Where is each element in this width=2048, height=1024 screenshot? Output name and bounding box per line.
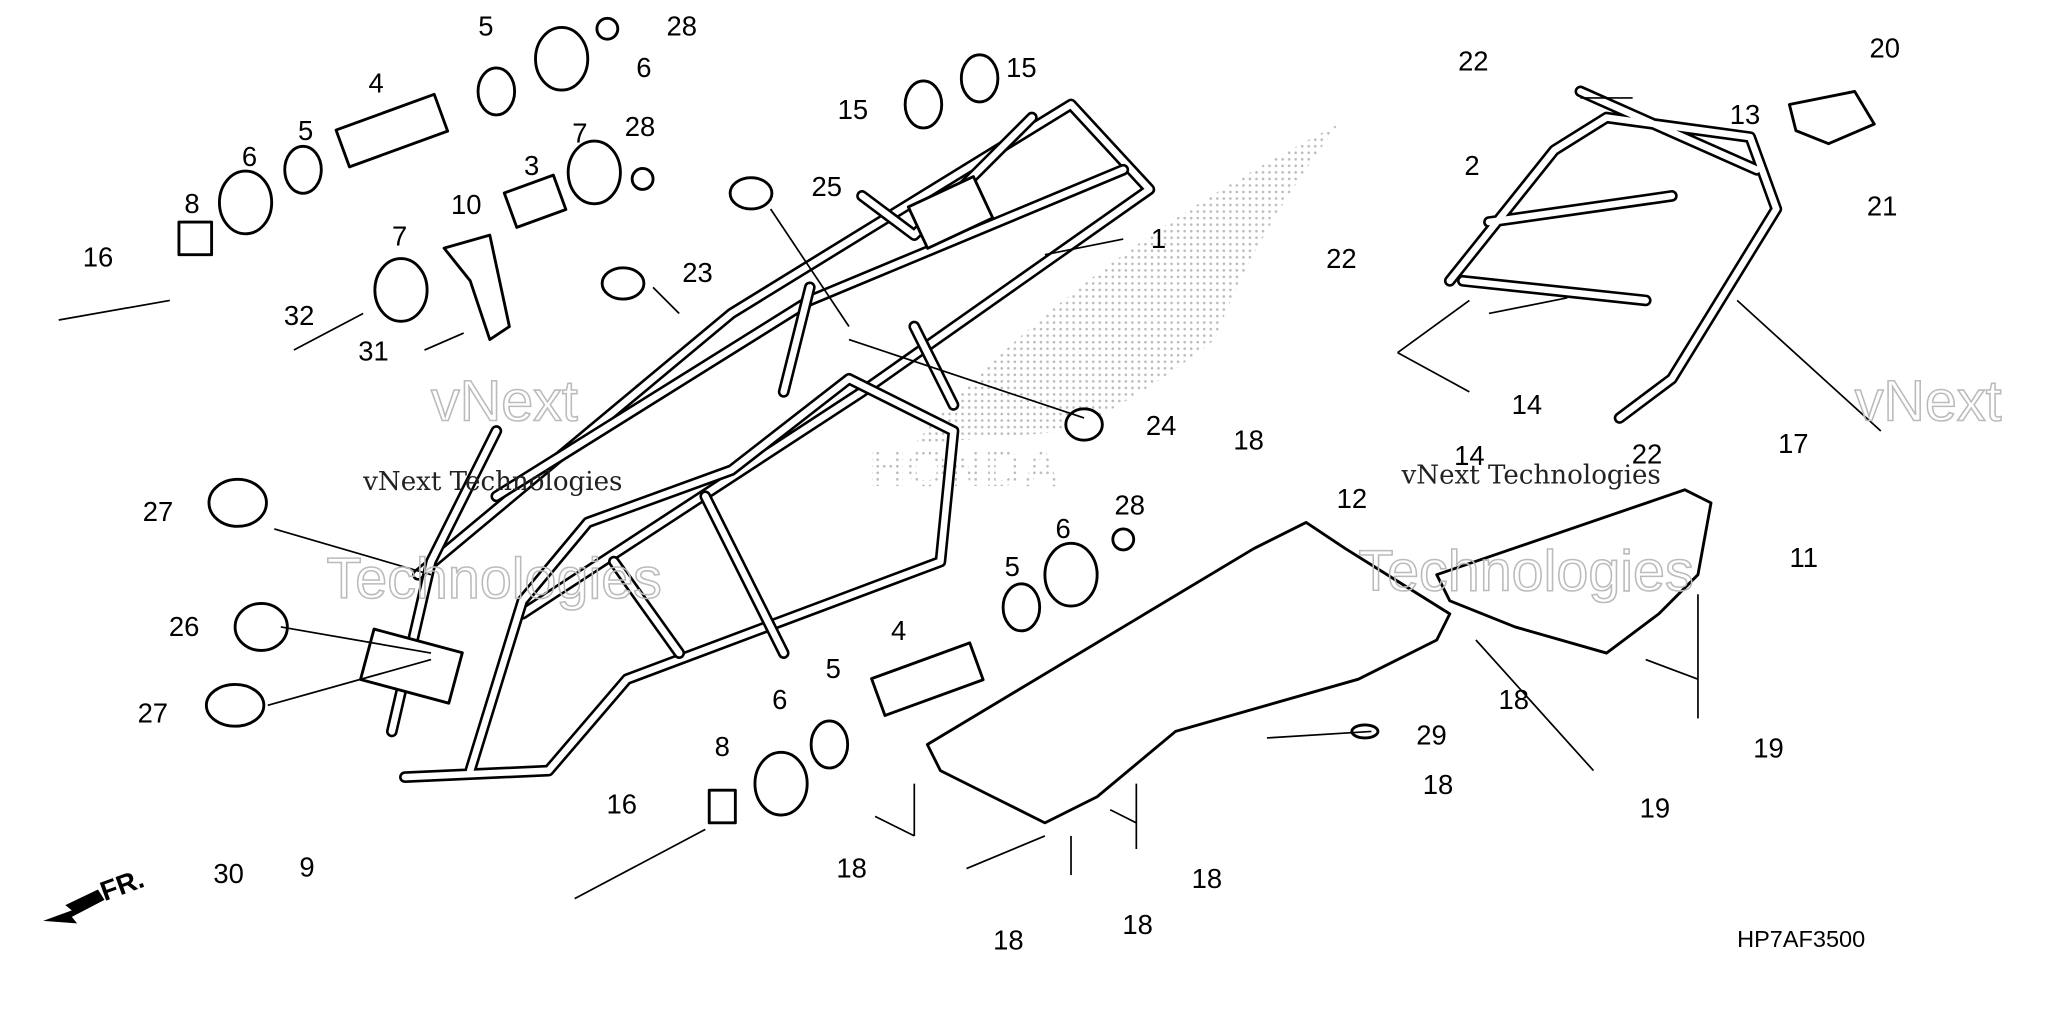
watermark: vNext Technologies vNext Technologies vN… — [326, 369, 2003, 612]
front-direction-label: FR. — [96, 863, 148, 907]
watermark-text-right: vNext Technologies — [1400, 460, 1660, 490]
callout-16: 16 — [606, 789, 636, 820]
callout-18: 18 — [1499, 684, 1529, 715]
callout-5: 5 — [826, 653, 841, 684]
callout-3: 3 — [524, 150, 539, 181]
callout-28: 28 — [625, 111, 655, 142]
callout-18: 18 — [1233, 424, 1263, 455]
callout-27: 27 — [143, 496, 173, 527]
watermark-big-left-1: vNext — [431, 370, 578, 434]
callout-32: 32 — [284, 300, 314, 331]
honda-text-watermark: HONDA — [869, 440, 1061, 498]
main-frame — [359, 98, 1156, 784]
callout-23: 23 — [682, 257, 712, 288]
callout-8: 8 — [184, 188, 199, 219]
callout-6: 6 — [772, 684, 787, 715]
callout-30: 30 — [213, 858, 243, 889]
rear-subframe — [1443, 85, 1876, 424]
callout-15: 15 — [1006, 52, 1036, 83]
callout-6: 6 — [1056, 513, 1071, 544]
callout-19: 19 — [1753, 733, 1783, 764]
watermark-big-left-2: Technologies — [327, 547, 662, 611]
callout-22: 22 — [1458, 46, 1488, 77]
callout-5: 5 — [298, 115, 313, 146]
callout-7: 7 — [572, 117, 587, 148]
callout-18: 18 — [1192, 863, 1222, 894]
callout-7: 7 — [392, 221, 407, 252]
callout-17: 17 — [1778, 428, 1808, 459]
callout-24: 24 — [1146, 410, 1176, 441]
callout-15: 15 — [838, 94, 868, 125]
diagram-code: HP7AF3500 — [1737, 926, 1865, 952]
callout-28: 28 — [1115, 490, 1145, 521]
callout-4: 4 — [369, 68, 384, 99]
callout-18: 18 — [1122, 909, 1152, 940]
callout-29: 29 — [1416, 719, 1446, 750]
callout-5: 5 — [1005, 551, 1020, 582]
callout-28: 28 — [667, 10, 697, 41]
leader-lines — [267, 208, 1699, 876]
callout-18: 18 — [1423, 769, 1453, 800]
callout-4: 4 — [891, 615, 906, 646]
callout-12: 12 — [1337, 483, 1367, 514]
callout-9: 9 — [299, 851, 314, 882]
callout-10: 10 — [451, 189, 481, 220]
callout-22: 22 — [1326, 243, 1356, 274]
watermark-text-left: vNext Technologies — [362, 467, 622, 497]
callout-27: 27 — [138, 697, 168, 728]
callout-25: 25 — [812, 171, 842, 202]
callout-20: 20 — [1869, 32, 1899, 63]
callout-31: 31 — [358, 335, 388, 366]
callout-2: 2 — [1464, 150, 1479, 181]
watermark-big-right-1: vNext — [1855, 370, 2002, 434]
front-direction-arrow-icon: FR. — [43, 863, 148, 924]
callout-26: 26 — [169, 611, 199, 642]
watermark-big-right-2: Technologies — [1358, 539, 1693, 603]
callout-19: 19 — [1640, 793, 1670, 824]
callout-5: 5 — [478, 10, 493, 41]
callout-22: 22 — [1632, 439, 1662, 470]
callout-16: 16 — [83, 241, 113, 272]
callout-6: 6 — [242, 141, 257, 172]
callout-1: 1 — [1151, 223, 1166, 254]
honda-wing-watermark: HONDA — [869, 124, 1339, 498]
callout-14: 14 — [1512, 389, 1542, 420]
callout-11: 11 — [1790, 542, 1818, 573]
callout-6: 6 — [636, 52, 651, 83]
callout-8: 8 — [715, 731, 730, 762]
small-parts — [58, 16, 1882, 900]
callout-13: 13 — [1730, 99, 1760, 130]
callout-21: 21 — [1867, 191, 1897, 222]
callout-14: 14 — [1454, 440, 1484, 471]
callout-18: 18 — [993, 925, 1023, 956]
callout-18: 18 — [836, 853, 866, 884]
skid-plates — [925, 488, 1713, 825]
